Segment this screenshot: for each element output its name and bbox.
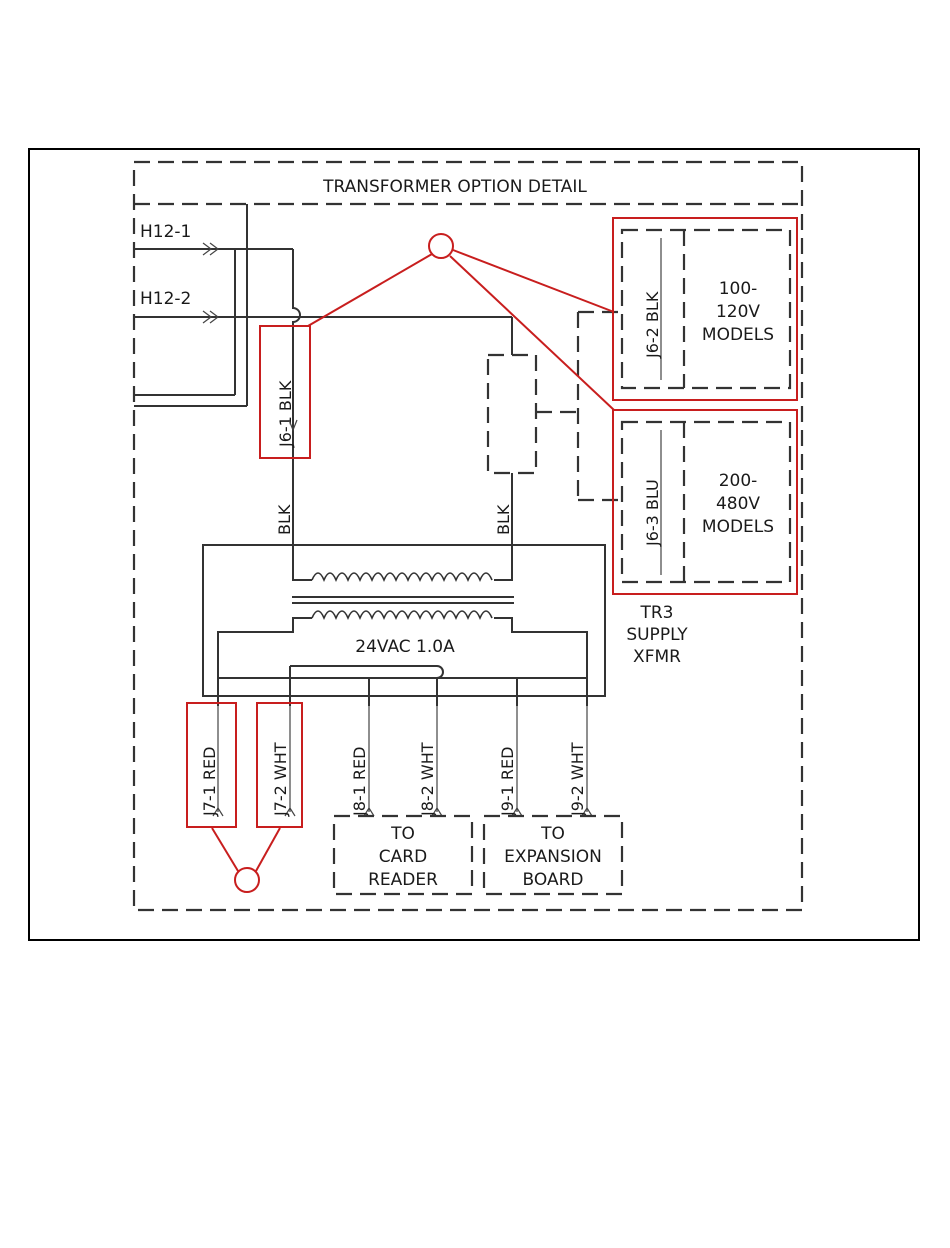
j6-1-label: J6-1 BLK — [276, 380, 295, 448]
model-high-line3: MODELS — [702, 517, 774, 537]
j6-1-connector: J6-1 BLK — [260, 326, 310, 458]
card-reader-box: TO CARD READER — [334, 816, 472, 894]
model-low-highlight — [613, 218, 797, 400]
expansion-board-line2: EXPANSION — [504, 847, 602, 867]
j7-2-label: J7-2 WHT — [271, 742, 290, 817]
model-low-line1: 100- — [719, 279, 758, 299]
option-fuse-box — [488, 355, 536, 473]
primary-right-label: BLK — [494, 504, 513, 535]
card-reader-line2: CARD — [379, 847, 427, 867]
j8-2-label: J8-2 WHT — [418, 742, 437, 817]
callout-top — [308, 234, 614, 410]
transformer-name-line2: SUPPLY — [626, 625, 688, 645]
model-high-line2: 480V — [716, 494, 760, 514]
j9-2-label: J9-2 WHT — [568, 742, 587, 817]
transformer-tr3: 24VAC 1.0A — [203, 545, 605, 706]
transformer-box — [203, 545, 605, 696]
primary-coil — [312, 573, 492, 580]
callout-circle-bottom — [235, 868, 259, 892]
card-reader-line1: TO — [390, 824, 415, 844]
model-high-highlight — [613, 410, 797, 594]
expansion-board-line1: TO — [540, 824, 565, 844]
card-reader-line3: READER — [368, 870, 438, 890]
secondary-coil — [312, 611, 492, 618]
transformer-rating: 24VAC 1.0A — [355, 637, 455, 657]
model-low-block: J6-2 BLK 100- 120V MODELS — [613, 218, 797, 400]
diagram-title: TRANSFORMER OPTION DETAIL — [322, 177, 587, 197]
transformer-name-line3: XFMR — [633, 647, 681, 667]
model-high-block: J6-3 BLU 200- 480V MODELS — [613, 410, 797, 594]
callout-bottom — [212, 828, 280, 892]
j7-1-label: J7-1 RED — [200, 747, 219, 817]
h12-inputs: H12-1 H12-2 — [134, 204, 512, 545]
expansion-board-box: TO EXPANSION BOARD — [484, 816, 622, 894]
callout-circle-top — [429, 234, 453, 258]
primary-left-label: BLK — [275, 504, 294, 535]
model-high-line1: 200- — [719, 471, 758, 491]
h12-2-label: H12-2 — [140, 289, 191, 309]
model-low-line2: 120V — [716, 302, 760, 322]
transformer-name-line1: TR3 — [639, 603, 673, 623]
model-low-line3: MODELS — [702, 325, 774, 345]
secondary-outputs — [213, 706, 592, 816]
j8-1-label: J8-1 RED — [350, 747, 369, 817]
j6-3-label: J6-3 BLU — [643, 479, 662, 547]
expansion-board-line3: BOARD — [523, 870, 584, 890]
h12-1-label: H12-1 — [140, 222, 191, 242]
j9-1-label: J9-1 RED — [498, 747, 517, 817]
j6-2-label: J6-2 BLK — [643, 291, 662, 359]
